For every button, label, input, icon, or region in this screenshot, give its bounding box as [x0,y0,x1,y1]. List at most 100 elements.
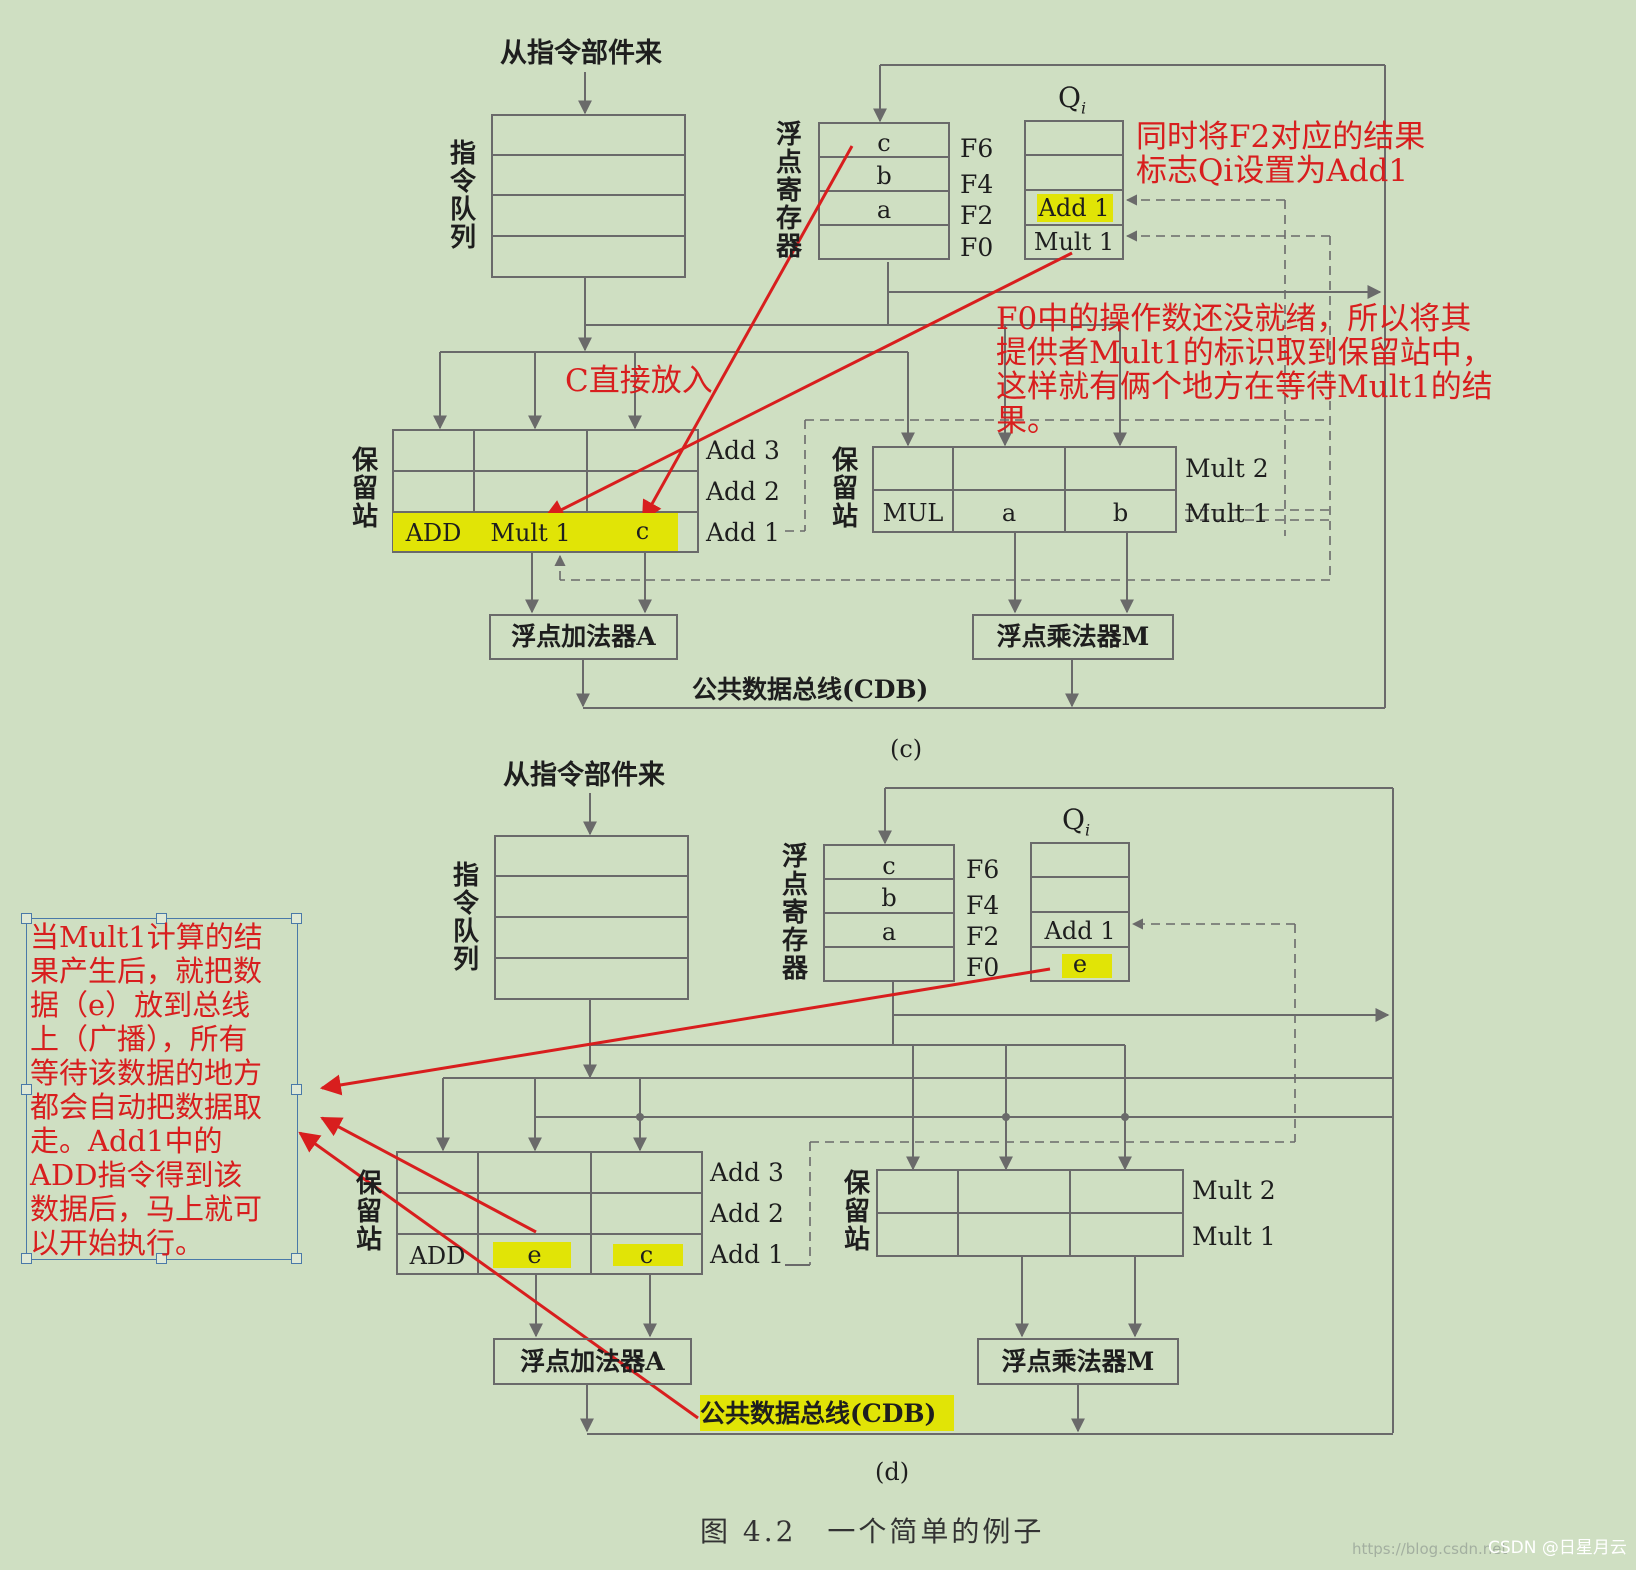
watermark: https://blog.csdn.net [1352,1540,1508,1558]
c-f0-note-line3: 这样就有俩个地方在等待Mult1的结 [996,369,1493,405]
d-broadcast-line-8: ADD指令得到该 [30,1158,243,1192]
d-mult-rs-label: 保留站 [843,1169,870,1255]
c-mult1-name: Mult 1 [1185,499,1269,528]
c-qi-f2-highlight [1037,194,1113,222]
c-mult2-name: Mult 2 [1185,454,1269,483]
diagram-d-dashed-tags [809,918,1296,1265]
selection-handle-br[interactable] [291,1253,302,1264]
c-f0-note: F0中的操作数还没就绪，所以将其 提供者Mult1的标识取到保留站中， 这样就有… [996,302,1493,438]
selection-handle-mr[interactable] [291,1084,302,1095]
d-reg-f2-name: F2 [966,922,1000,951]
d-broadcast-note: 当Mult1计算的结 果产生后，就把数 据（e）放到总线 上（广播），所有 等待… [30,920,263,1260]
d-broadcast-line-10: 以开始执行。 [30,1226,205,1260]
c-qi-note-line2: 标志Qi设置为Add1 [1136,153,1409,189]
c-mult1-src1: a [1001,499,1017,527]
d-instruction-queue-label: 指令队列 [452,861,479,975]
d-qi-main: Q [1062,803,1085,836]
diagram-c-dashed-tags [554,194,1331,581]
c-add-rs-label: 保留站 [351,446,378,532]
c-qi-note: 同时将F2对应的结果 标志Qi设置为Add1 [1136,120,1425,188]
diagram-d-structure [396,787,1394,1435]
c-add1-src1: Mult 1 [490,519,571,547]
d-broadcast-line-6: 都会自动把数据取 [30,1090,263,1124]
c-reg-f2-value: a [876,196,892,224]
c-f0-note-line1: F0中的操作数还没就绪，所以将其 [996,301,1472,337]
d-reg-f4-value: b [881,884,897,912]
d-qi-label: Qi [1062,806,1090,839]
c-fp-register-label: 浮点寄存器 [775,120,802,262]
selection-handle-ml[interactable] [21,1084,32,1095]
d-add1-op: ADD [409,1242,466,1270]
c-mult1-src2: b [1112,499,1129,527]
c-reg-f6-value: c [877,129,891,157]
d-add1-src1-highlight [493,1242,571,1268]
d-qi-f0: e [1072,950,1088,978]
c-fp-multiplier: 浮点乘法器M [972,614,1174,660]
watermark-csdn: CSDN @日星月云 [1488,1538,1627,1558]
d-broadcast-line-1: 当Mult1计算的结 [30,920,263,954]
c-qi-label: Qi [1058,84,1086,117]
d-add1-name: Add 1 [710,1240,784,1269]
selection-handle-bm[interactable] [156,1253,167,1264]
c-qi-f2: Add 1 [1038,194,1110,222]
figure-caption: 图 4.2 一个简单的例子 [700,1515,1045,1548]
c-mult1-op: MUL [882,499,944,527]
c-caption: (c) [890,735,923,763]
c-instruction-queue-label: 指令队列 [449,139,476,253]
selection-handle-bl[interactable] [21,1253,32,1264]
c-qi-main: Q [1058,81,1081,114]
d-broadcast-line-5: 等待该数据的地方 [30,1056,263,1090]
c-mult-rs-label: 保留站 [831,446,858,532]
d-fp-adder: 浮点加法器A [493,1338,692,1385]
d-reg-f6-value: c [882,852,896,880]
selection-handle-tl[interactable] [21,913,32,924]
d-broadcast-line-3: 据（e）放到总线 [30,988,251,1022]
d-add1-src2: c [639,1241,654,1269]
selection-handle-tr[interactable] [291,913,302,924]
d-add3-name: Add 3 [710,1158,784,1187]
diagram-d-bus-dots [535,1113,1393,1121]
d-reg-f6-name: F6 [966,855,1000,884]
d-cdb-highlight [700,1395,954,1431]
c-cdb-label: 公共数据总线(CDB) [692,675,929,704]
c-add1-name: Add 1 [706,518,780,547]
d-broadcast-line-9: 数据后，马上就可 [30,1192,263,1226]
c-reg-f6-name: F6 [960,134,994,163]
d-broadcast-line-2: 果产生后，就把数 [30,954,263,988]
d-mult2-name: Mult 2 [1192,1176,1276,1205]
d-add2-name: Add 2 [710,1199,784,1228]
c-add3-name: Add 3 [706,436,780,465]
c-source-label: 从指令部件来 [500,38,662,69]
d-qi-f0-highlight [1062,954,1112,978]
c-fp-adder: 浮点加法器A [489,614,678,660]
d-mult1-name: Mult 1 [1192,1222,1276,1251]
d-reg-f4-name: F4 [966,891,1000,920]
c-add-reservation-station [392,429,699,553]
d-source-label: 从指令部件来 [503,760,665,791]
d-reg-f0-name: F0 [966,953,1000,982]
d-broadcast-line-4: 上（广播），所有 [30,1022,248,1056]
d-reg-f2-value: a [881,918,897,946]
c-add1-op: ADD [405,519,462,547]
d-broadcast-line-7: 走。Add1中的 [30,1124,223,1158]
d-qi-f2: Add 1 [1044,917,1116,945]
d-cdb-label: 公共数据总线(CDB) [700,1399,937,1428]
d-add-rs-label: 保留站 [355,1169,382,1255]
c-add2-name: Add 2 [706,477,780,506]
d-add1-src2-highlight [613,1244,683,1266]
c-qi-sub: i [1080,98,1087,118]
c-direct-note: C直接放入 [565,363,713,399]
c-qi-f0: Mult 1 [1033,228,1115,256]
c-add1-src2: c [635,517,650,545]
d-fp-multiplier: 浮点乘法器M [977,1338,1179,1385]
d-qi-sub: i [1084,820,1091,840]
c-f0-note-line4: 果。 [996,403,1058,439]
selection-handle-tm[interactable] [156,913,167,924]
d-add-reservation-station [396,1151,703,1275]
d-fp-register-label: 浮点寄存器 [781,842,808,984]
diagram-c-red-arrows [543,145,1073,522]
c-reg-f0-name: F0 [960,233,994,262]
d-add1-src1: e [527,1241,542,1269]
c-reg-f4-value: b [876,162,892,190]
